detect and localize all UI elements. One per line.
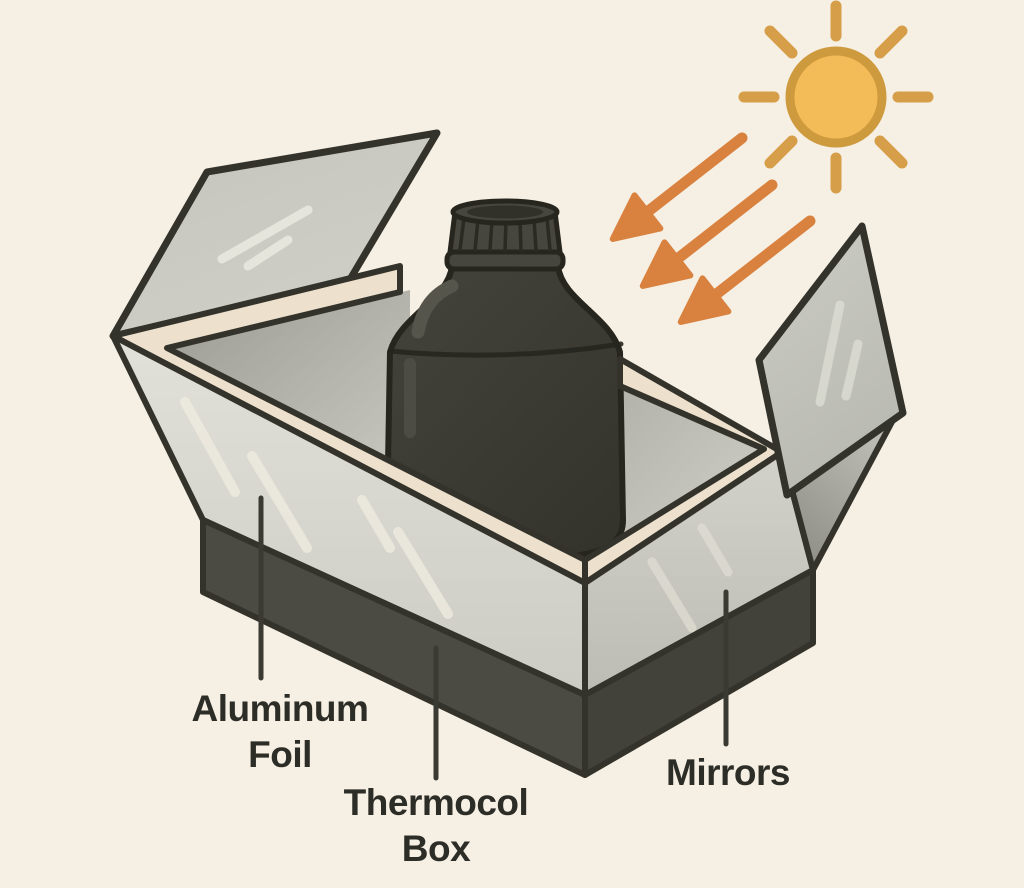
bottle-shoulder-seam xyxy=(387,341,624,358)
lid-reflection-streaks xyxy=(217,205,313,271)
sun-icon xyxy=(738,0,934,194)
bottle-cap-top-inner xyxy=(467,205,543,219)
sunlight-arrows xyxy=(609,132,816,325)
sunlight-arrow-icon xyxy=(677,215,816,325)
box-base-right xyxy=(582,567,816,778)
aluminum-foil-label-line2: Foil xyxy=(248,733,312,775)
foil-right-streaks xyxy=(647,523,733,633)
inner-wall-left xyxy=(167,290,410,478)
thermocol-box-label-line2: Box xyxy=(401,827,471,869)
mirrors-label-line1: Mirrors xyxy=(666,752,790,793)
sunlight-arrow-icon xyxy=(609,132,748,242)
sun-rays xyxy=(738,0,934,194)
aluminum-foil-label-line1: Aluminum xyxy=(191,688,369,729)
mirrors-label: Mirrors xyxy=(666,750,790,796)
bottle-highlight-crescent xyxy=(411,279,459,339)
aluminum-foil-label: Aluminum Foil xyxy=(192,686,369,778)
sun-disc xyxy=(785,46,887,148)
sunlight-arrow-icon xyxy=(639,179,778,289)
thermocol-box-label: Thermocol Box xyxy=(344,780,529,872)
right-mirror-flap xyxy=(755,222,907,499)
bottle-collar xyxy=(444,249,566,272)
leader-lines xyxy=(258,495,729,781)
inner-wall-right xyxy=(620,383,764,538)
mirror-reflection-streaks xyxy=(815,300,863,407)
thermocol-box-label-line1: Thermocol xyxy=(343,782,529,823)
foil-left-streaks xyxy=(180,397,453,619)
